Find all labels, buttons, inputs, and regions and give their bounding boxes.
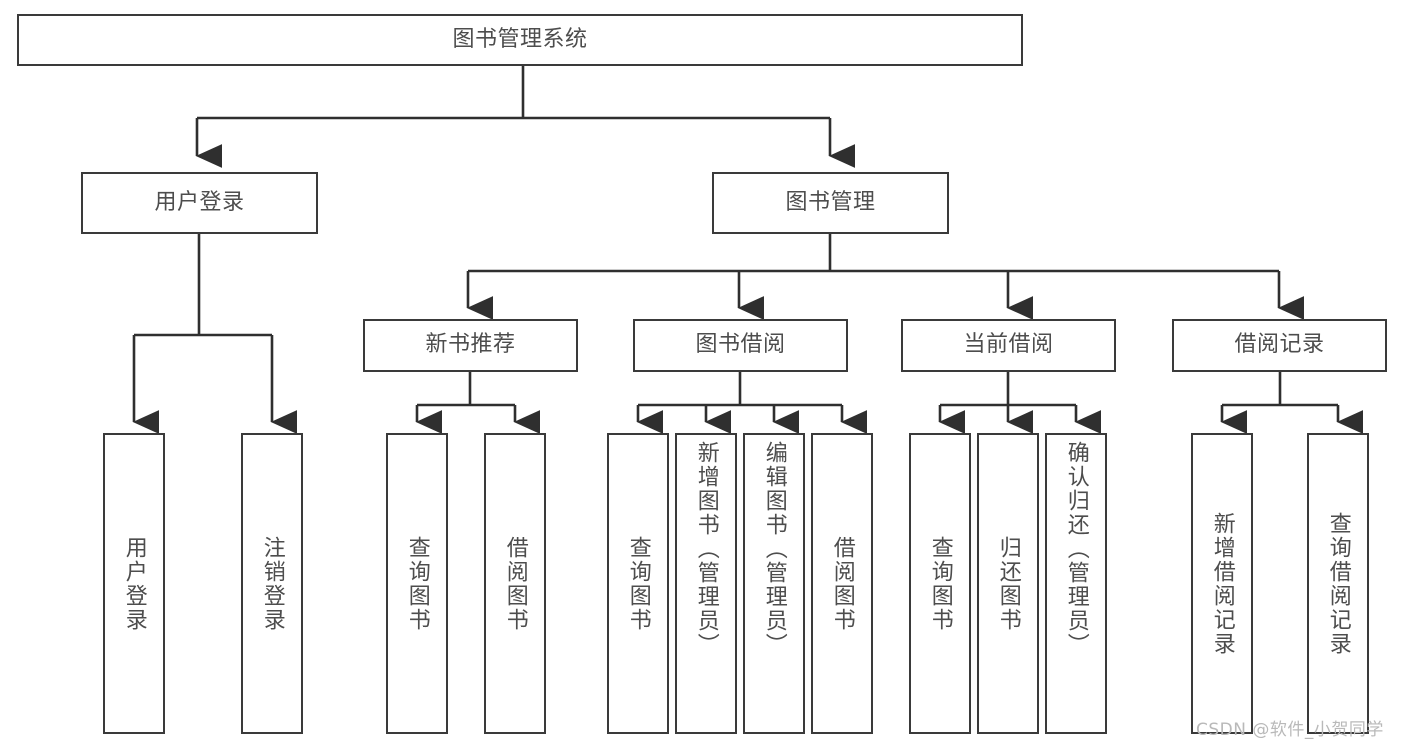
node-label: 当前借阅 bbox=[963, 332, 1054, 358]
leaf-borrow-query-books[interactable]: 查询图书 bbox=[607, 433, 669, 734]
leaf-user-login-signin[interactable]: 用户登录 bbox=[103, 433, 165, 734]
node-label: 查询借阅记录 bbox=[1325, 511, 1351, 656]
leaf-user-login-signout[interactable]: 注销登录 bbox=[241, 433, 303, 734]
leaf-borrow-edit-book-admin[interactable]: 编辑图书（管理员） bbox=[743, 433, 805, 734]
node-label: 查询图书 bbox=[625, 535, 651, 632]
node-label: 用户登录 bbox=[121, 535, 147, 632]
leaf-new-book-query-books[interactable]: 查询图书 bbox=[386, 433, 448, 734]
node-label: 编辑图书（管理员） bbox=[761, 441, 787, 657]
node-current-borrow[interactable]: 当前借阅 bbox=[901, 319, 1116, 372]
node-label: 借阅记录 bbox=[1234, 332, 1325, 358]
node-label: 查询图书 bbox=[404, 535, 430, 632]
leaf-current-query-books[interactable]: 查询图书 bbox=[909, 433, 971, 734]
node-book-management[interactable]: 图书管理 bbox=[712, 172, 949, 234]
node-label: 注销登录 bbox=[259, 535, 285, 632]
leaf-new-book-borrow-books[interactable]: 借阅图书 bbox=[484, 433, 546, 734]
leaf-record-add-borrow-record[interactable]: 新增借阅记录 bbox=[1191, 433, 1253, 734]
node-label: 借阅图书 bbox=[829, 535, 855, 632]
node-root-book-management-system[interactable]: 图书管理系统 bbox=[17, 14, 1023, 66]
node-label: 查询图书 bbox=[927, 535, 953, 632]
node-label: 归还图书 bbox=[995, 535, 1021, 632]
node-label: 图书管理系统 bbox=[452, 26, 588, 52]
node-label: 确认归还（管理员） bbox=[1063, 441, 1089, 657]
leaf-current-confirm-return-admin[interactable]: 确认归还（管理员） bbox=[1045, 433, 1107, 734]
leaf-record-query-borrow-record[interactable]: 查询借阅记录 bbox=[1307, 433, 1369, 734]
node-label: 图书管理 bbox=[785, 189, 876, 215]
node-label: 用户登录 bbox=[154, 189, 245, 215]
leaf-borrow-add-book-admin[interactable]: 新增图书（管理员） bbox=[675, 433, 737, 734]
node-label: 图书借阅 bbox=[695, 332, 786, 358]
node-new-book-recommendation[interactable]: 新书推荐 bbox=[363, 319, 578, 372]
node-label: 新增图书（管理员） bbox=[693, 441, 719, 657]
watermark-text: CSDN @软件_小贺同学 bbox=[1196, 720, 1384, 740]
leaf-borrow-borrow-books[interactable]: 借阅图书 bbox=[811, 433, 873, 734]
node-book-borrow[interactable]: 图书借阅 bbox=[633, 319, 848, 372]
node-borrow-record[interactable]: 借阅记录 bbox=[1172, 319, 1387, 372]
node-label: 新书推荐 bbox=[425, 332, 516, 358]
node-label: 新增借阅记录 bbox=[1209, 511, 1235, 656]
node-user-login[interactable]: 用户登录 bbox=[81, 172, 318, 234]
node-label: 借阅图书 bbox=[502, 535, 528, 632]
leaf-current-return-books[interactable]: 归还图书 bbox=[977, 433, 1039, 734]
